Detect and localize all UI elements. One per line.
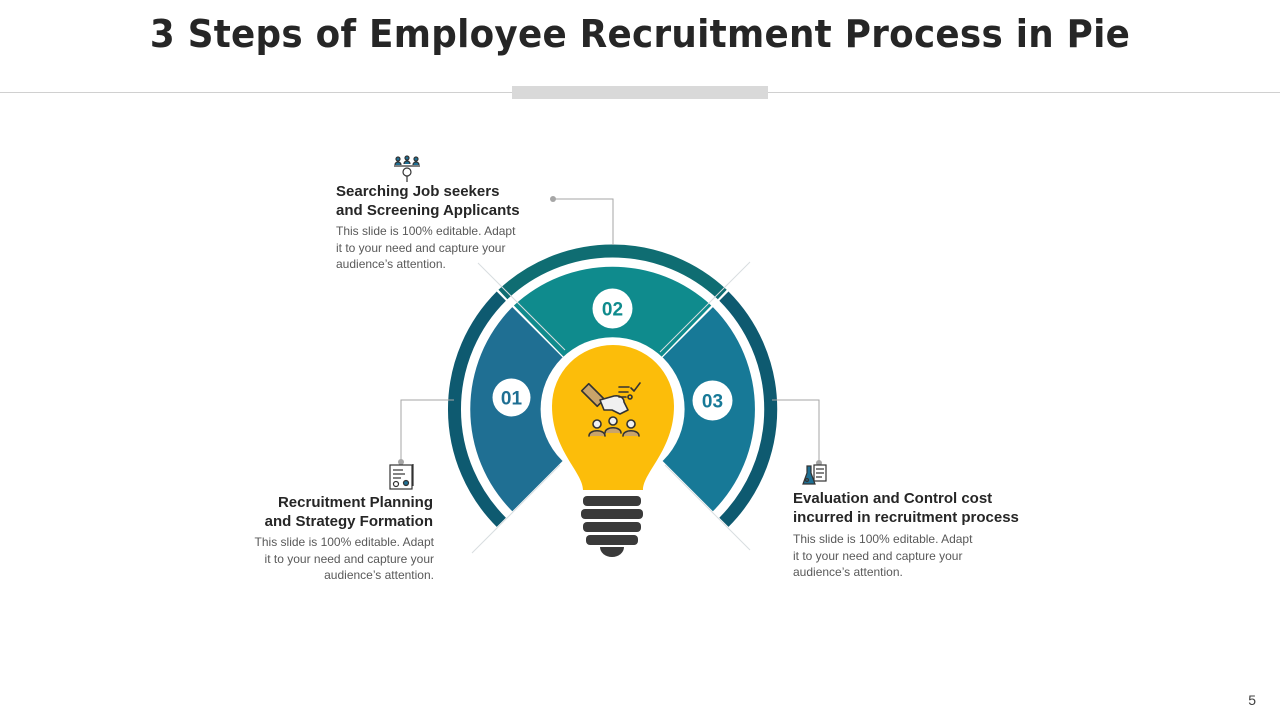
- step-02-title-line2: and Screening Applicants: [336, 202, 520, 219]
- connector-02-dot: [550, 196, 556, 202]
- planning-document-icon: [389, 464, 414, 490]
- badge-01: [492, 378, 531, 417]
- badge-02-label: 02: [602, 300, 623, 321]
- step-03-title-line1: Evaluation and Control cost: [793, 490, 993, 507]
- connector-01: [400, 399, 454, 463]
- page-number: 5: [1248, 692, 1256, 708]
- bulb-base-tip: [600, 547, 624, 557]
- connector-01-dot: [398, 459, 404, 465]
- step-03-description: This slide is 100% editable. Adapt it to…: [793, 531, 1013, 581]
- step-02-desc-line1: This slide is 100% editable. Adapt: [336, 224, 516, 238]
- badge-01-label: 01: [501, 389, 523, 410]
- step-03-title-line2: incurred in recruitment process: [793, 509, 1019, 526]
- search-people-icon: [394, 155, 420, 182]
- step-01-desc-line3: audience’s attention.: [324, 568, 434, 582]
- step-02-desc-line3: audience’s attention.: [336, 257, 446, 271]
- step-01-description: This slide is 100% editable. Adapt it to…: [213, 534, 434, 584]
- step-03-desc-line3: audience’s attention.: [793, 565, 903, 579]
- evaluation-lab-icon: [802, 464, 827, 485]
- separator-bottom-right: [664, 464, 751, 551]
- badge-02: [592, 288, 633, 329]
- connector-03: [772, 399, 820, 463]
- bulb-base-band-3: [583, 522, 641, 532]
- bulb-base-band-1: [583, 496, 641, 506]
- step-01-title: Recruitment Planning and Strategy Format…: [213, 493, 433, 531]
- step-02-desc-line2: it to your need and capture your: [336, 240, 506, 255]
- step-02-title-line1: Searching Job seekers: [336, 183, 500, 200]
- step-01-title-line2: and Strategy Formation: [264, 513, 433, 530]
- title-accent-bar: [512, 86, 768, 99]
- step-02-description: This slide is 100% editable. Adapt it to…: [336, 223, 556, 273]
- step-03-desc-line2: it to your need and capture your: [793, 548, 963, 563]
- step-03-desc-line1: This slide is 100% editable. Adapt: [793, 532, 973, 546]
- badge-03: [692, 380, 733, 421]
- outer-arc-right: [719, 291, 778, 527]
- connector-02: [553, 198, 614, 245]
- badge-03-label: 03: [702, 392, 723, 413]
- hand-picking-candidate-icon: [580, 382, 641, 437]
- step-03-title: Evaluation and Control cost incurred in …: [793, 489, 1053, 527]
- slide-title: 3 Steps of Employee Recruitment Process …: [149, 12, 1131, 56]
- bulb-base-band-2: [581, 509, 643, 519]
- step-02-title: Searching Job seekers and Screening Appl…: [336, 182, 556, 220]
- separator-top-right: [659, 261, 751, 353]
- separator-top-left: [477, 262, 566, 351]
- outer-arc-left: [447, 291, 506, 527]
- step-01-title-line1: Recruitment Planning: [277, 494, 433, 511]
- separator-bottom-left: [471, 464, 561, 554]
- step-01-desc-line1: This slide is 100% editable. Adapt: [254, 535, 434, 549]
- step-01-desc-line2: it to your need and capture your: [264, 551, 434, 566]
- outer-arc-top: [498, 244, 727, 300]
- bulb-base-band-4: [586, 535, 638, 545]
